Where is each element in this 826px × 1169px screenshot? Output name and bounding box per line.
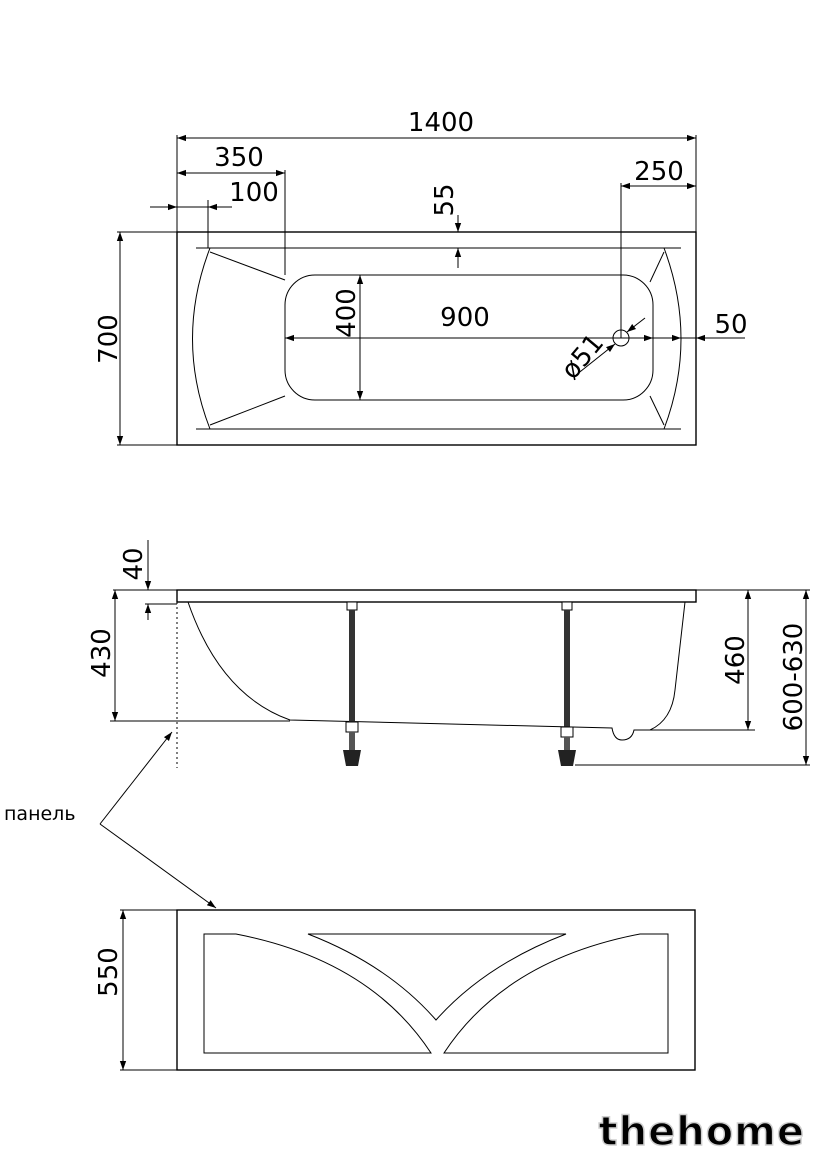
dim-rim-offset: 100 — [229, 178, 279, 208]
tub-body-side — [187, 601, 686, 741]
dim-bowl-depth: 460 — [721, 635, 751, 685]
dim-basin-length: 900 — [440, 303, 490, 333]
support-leg-left — [343, 601, 361, 766]
dim-drain-edge: 50 — [714, 310, 747, 340]
panel-outline — [176, 909, 696, 1071]
dim-overall-width: 700 — [94, 314, 124, 364]
dim-front-height: 430 — [87, 628, 117, 678]
watermark-logo: thehome — [599, 1109, 806, 1155]
dim-edge-to-basin: 350 — [214, 143, 264, 173]
panel-label: панель — [4, 803, 76, 825]
dim-drain-offset: 250 — [634, 157, 684, 187]
side-view: 40 430 460 600-630 панель — [4, 540, 810, 909]
dim-total-height: 600-630 — [779, 623, 809, 732]
dim-overall-length: 1400 — [408, 108, 474, 138]
dim-drain-diameter: ø51 — [556, 328, 610, 385]
panel-view: 550 — [94, 909, 696, 1071]
dim-basin-width: 400 — [332, 288, 362, 338]
support-leg-right — [558, 601, 576, 766]
tub-rim-side — [176, 589, 697, 603]
drain-hole — [612, 329, 630, 347]
dim-rim-width: 55 — [430, 183, 460, 216]
dim-panel-height: 550 — [94, 947, 124, 997]
top-view: 1400 350 100 55 250 700 400 900 ø51 — [94, 108, 748, 446]
dim-rim-height: 40 — [119, 547, 149, 580]
